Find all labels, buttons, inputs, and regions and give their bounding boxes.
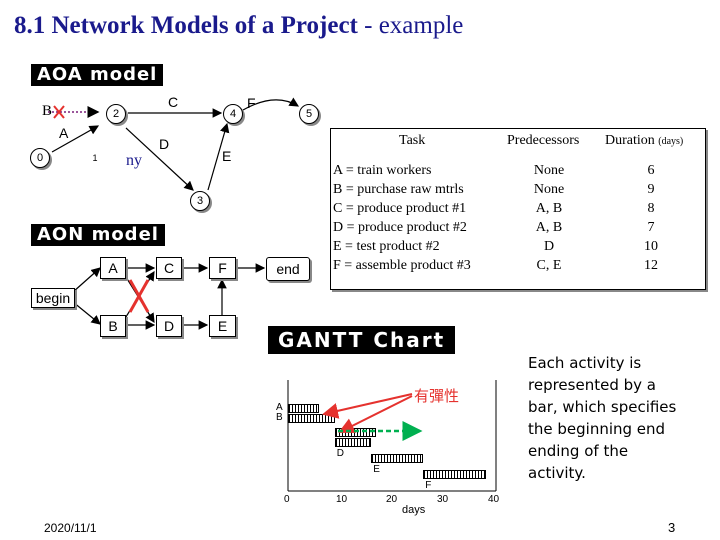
dur-f: 12 bbox=[644, 258, 658, 273]
aoa-arrow-d bbox=[125, 127, 194, 191]
aoa-arrow-e bbox=[207, 122, 230, 191]
aoa-label-e: E bbox=[222, 148, 232, 164]
pred-c: A, B bbox=[535, 201, 563, 216]
aoa-node-4: 4 bbox=[223, 104, 243, 124]
gantt-bar-a bbox=[288, 404, 320, 413]
predecessors-header: Predecessors bbox=[507, 133, 580, 148]
gantt-label-e: E bbox=[373, 464, 380, 475]
dur-d: 7 bbox=[647, 220, 655, 235]
task-b: B = purchase raw mtrls bbox=[333, 182, 464, 197]
duration-header: Duration (days) bbox=[605, 133, 684, 148]
gantt-axes bbox=[287, 380, 497, 492]
gantt-label-a: A bbox=[276, 402, 283, 413]
aon-diagram bbox=[72, 263, 266, 330]
aoa-label-d: D bbox=[159, 136, 170, 152]
task-f: F = assemble product #3 bbox=[333, 258, 471, 273]
dur-c: 8 bbox=[647, 201, 655, 216]
aoa-node-3: 3 bbox=[190, 191, 210, 211]
dur-b: 9 bbox=[647, 182, 655, 197]
aon-box-d: D bbox=[156, 315, 182, 337]
pred-e: D bbox=[543, 239, 555, 254]
aoa-node-0: 0 bbox=[30, 148, 50, 168]
task-header: Task bbox=[399, 133, 426, 148]
aon-box-c: C bbox=[156, 257, 182, 279]
tick-0: 0 bbox=[284, 494, 290, 505]
gantt-xlabel: days bbox=[402, 504, 426, 516]
pred-d: A, B bbox=[535, 220, 563, 235]
gantt-bar-e bbox=[371, 454, 424, 463]
task-a: A = train workers bbox=[333, 163, 432, 178]
aoa-node-1: 1 bbox=[85, 148, 105, 168]
gantt-label-f: F bbox=[425, 480, 432, 491]
pred-a: None bbox=[533, 163, 565, 178]
task-table: Task Predecessors Duration (days) A = tr… bbox=[330, 128, 706, 290]
aoa-diagram bbox=[48, 97, 300, 191]
page-number: 3 bbox=[668, 520, 676, 535]
gantt-bar-d bbox=[334, 438, 372, 447]
tick-40: 40 bbox=[488, 494, 500, 505]
task-c: C = produce product #1 bbox=[333, 201, 467, 216]
aon-heading: AON model bbox=[31, 224, 165, 246]
aoa-cross-mark bbox=[53, 105, 65, 119]
aon-box-f: F bbox=[209, 257, 236, 279]
aoa-label-b: B bbox=[42, 103, 53, 119]
aoa-label-f: F bbox=[247, 95, 256, 111]
aon-end: end bbox=[266, 257, 310, 281]
aoa-node-2: 2 bbox=[106, 104, 126, 124]
aon-box-b: B bbox=[100, 315, 126, 337]
task-e: E = test product #2 bbox=[333, 239, 440, 254]
slide-date: 2020/11/1 bbox=[44, 521, 97, 535]
gantt-bar-f bbox=[423, 470, 486, 479]
aoa-label-a: A bbox=[59, 125, 69, 141]
pred-f: C, E bbox=[536, 258, 562, 273]
aoa-label-c: C bbox=[168, 94, 179, 110]
aon-box-e: E bbox=[209, 315, 236, 337]
aon-box-a: A bbox=[100, 257, 126, 279]
gantt-note: Each activity is represented by a bar, w… bbox=[528, 354, 677, 482]
aon-begin: begin bbox=[31, 288, 75, 308]
aoa-arrow-a bbox=[51, 125, 100, 153]
task-list: A = train workers B = purchase raw mtrls… bbox=[333, 161, 471, 275]
tick-20: 20 bbox=[386, 494, 398, 505]
aoa-dummy-fragment: ny bbox=[126, 152, 142, 169]
task-d: D = produce product #2 bbox=[333, 220, 467, 235]
gantt-annotation: 有彈性 bbox=[414, 387, 460, 405]
aoa-arrow-f bbox=[242, 97, 300, 111]
gantt-label-b: B bbox=[276, 412, 283, 423]
aoa-node-5: 5 bbox=[299, 104, 319, 124]
dur-e: 10 bbox=[644, 239, 658, 254]
slide-title: 8.1 Network Models of a Project - exampl… bbox=[14, 12, 464, 39]
tick-10: 10 bbox=[336, 494, 348, 505]
pred-b: None bbox=[533, 182, 565, 197]
gantt-heading: GANTT Chart bbox=[268, 326, 456, 354]
duration-list: 6 9 8 7 10 12 bbox=[631, 161, 671, 275]
dur-a: 6 bbox=[647, 163, 655, 178]
tick-30: 30 bbox=[437, 494, 449, 505]
predecessor-list: None None A, B A, B D C, E bbox=[517, 161, 581, 275]
gantt-label-d: D bbox=[336, 448, 345, 459]
aoa-heading: AOA model bbox=[31, 64, 164, 86]
